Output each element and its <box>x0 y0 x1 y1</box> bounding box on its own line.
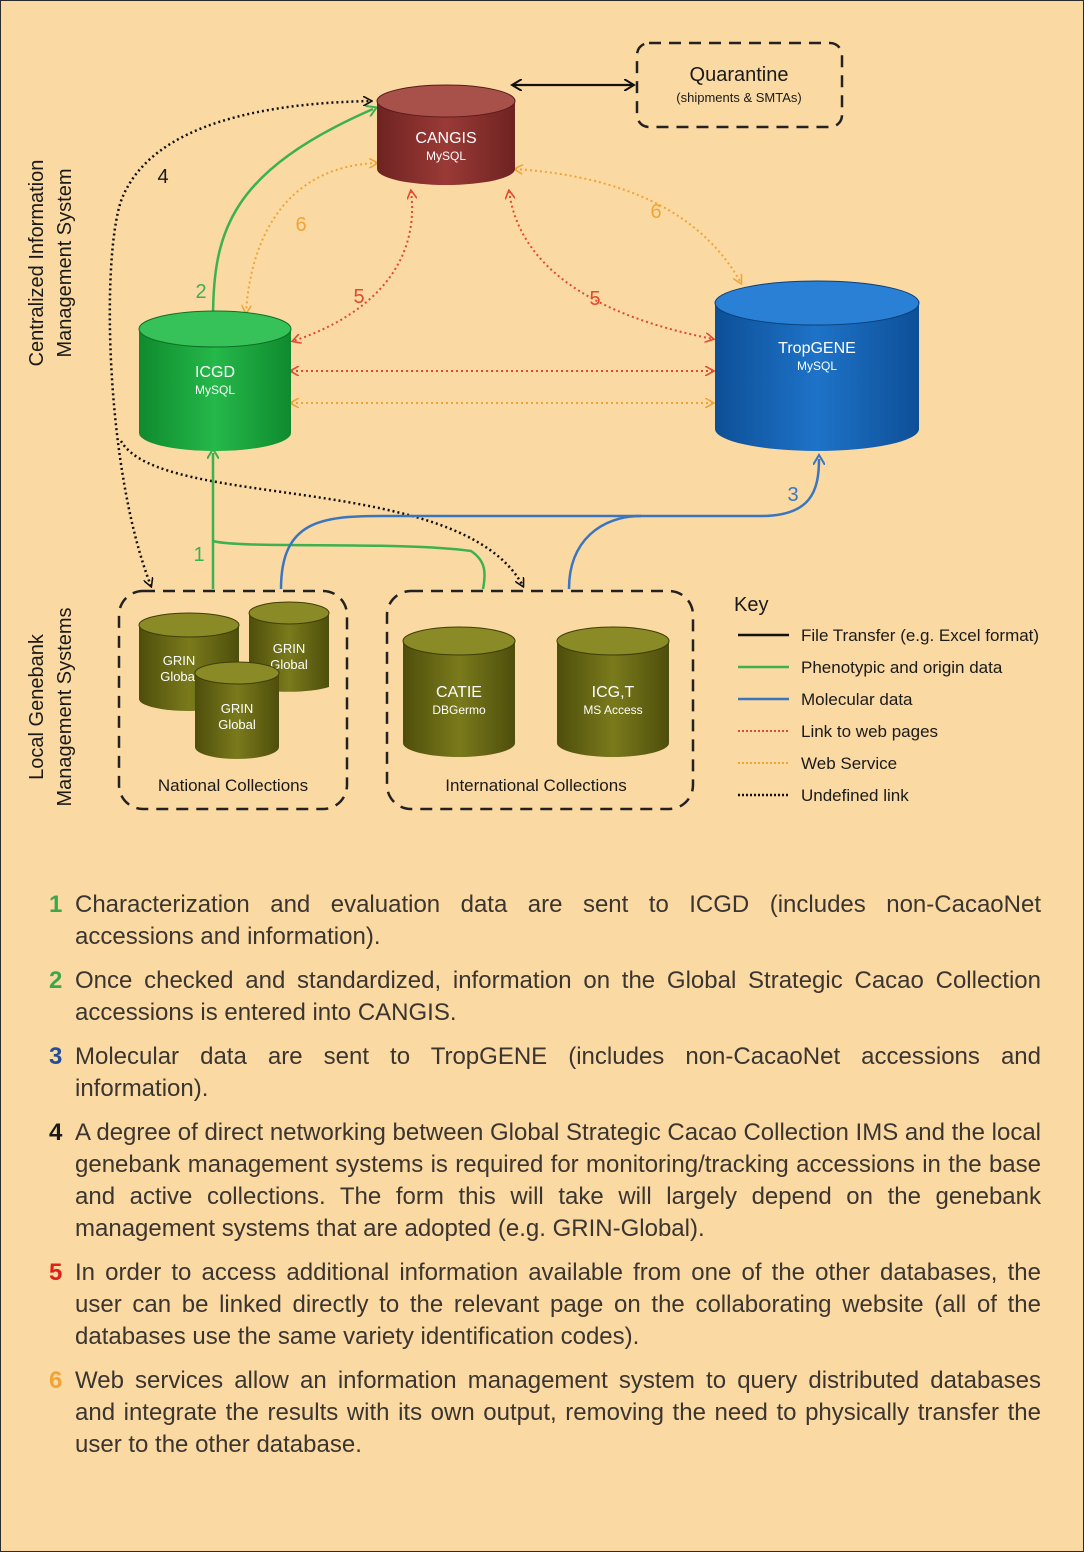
link-number-6-left: 6 <box>295 214 306 236</box>
grin-label: Global <box>160 669 198 684</box>
legend: Key File Transfer (e.g. Excel format) Ph… <box>734 594 1039 805</box>
icgt-engine: MS Access <box>583 703 642 717</box>
molecular-link-3-branch <box>567 514 642 590</box>
note-item: 4 A degree of direct networking between … <box>49 1117 1041 1245</box>
legend-label: Web Service <box>801 754 897 773</box>
international-collections-group: CATIE DBGermo ICG,T MS Access Internatio… <box>385 589 695 811</box>
side-label-line: Management Systems <box>54 608 76 807</box>
grin-global-db-1: GRIN Global <box>138 612 240 711</box>
link-number-6-right: 6 <box>650 201 661 223</box>
link-number-5-left: 5 <box>353 286 364 308</box>
icgd-database: ICGD MySQL <box>138 310 292 451</box>
note-number: 6 <box>49 1367 63 1394</box>
note-number: 5 <box>49 1259 63 1286</box>
web-service-cangis-icgd <box>246 163 377 313</box>
note-text: A degree of direct networking between Gl… <box>75 1119 1041 1242</box>
note-number: 3 <box>49 1043 63 1070</box>
note-item: 6 Web services allow an information mana… <box>49 1365 1041 1461</box>
legend-item-molecular: Molecular data <box>738 690 913 709</box>
legend-label: Molecular data <box>801 690 913 709</box>
grin-label: GRIN <box>273 641 306 656</box>
national-collections-group: GRIN Global GRIN Global GRIN Global Nati… <box>117 589 349 811</box>
undefined-link-to-international <box>119 440 523 586</box>
web-service-cangis-tropgene <box>515 169 741 283</box>
cangis-label: CANGIS <box>415 130 476 147</box>
legend-item-web-pages: Link to web pages <box>738 722 938 741</box>
quarantine-subtitle: (shipments & SMTAs) <box>676 90 801 105</box>
legend-label: Phenotypic and origin data <box>801 658 1003 677</box>
cangis-engine: MySQL <box>426 149 466 163</box>
note-item: 5 In order to access additional informat… <box>49 1257 1041 1353</box>
web-link-cangis-icgd <box>293 191 412 341</box>
legend-item-undefined: Undefined link <box>738 786 909 805</box>
note-number: 1 <box>49 891 63 918</box>
note-item: 1 Characterization and evaluation data a… <box>49 889 1041 953</box>
phenotypic-link-2 <box>211 109 373 320</box>
legend-label: Undefined link <box>801 786 909 805</box>
side-label-line: Centralized Information <box>26 160 48 367</box>
national-collections-label: National Collections <box>158 776 308 795</box>
legend-item-file-transfer: File Transfer (e.g. Excel format) <box>738 626 1039 645</box>
note-item: 3 Molecular data are sent to TropGENE (i… <box>49 1041 1041 1105</box>
grin-label: GRIN <box>163 653 196 668</box>
catie-label: CATIE <box>436 684 482 701</box>
link-number-3: 3 <box>787 484 798 506</box>
side-label-centralized: Centralized Information Management Syste… <box>26 160 76 367</box>
note-text: Molecular data are sent to TropGENE (inc… <box>75 1043 1041 1102</box>
link-number-2: 2 <box>195 281 206 303</box>
network-diagram: Centralized Information Management Syste… <box>26 41 1039 811</box>
side-label-line: Local Genebank <box>26 633 48 780</box>
molecular-link-3 <box>279 459 819 590</box>
tropgene-engine: MySQL <box>797 359 837 373</box>
legend-item-web-service: Web Service <box>738 754 897 773</box>
note-number: 4 <box>49 1119 63 1146</box>
icgt-label: ICG,T <box>592 684 635 701</box>
international-collections-label: International Collections <box>445 776 626 795</box>
icgd-engine: MySQL <box>195 383 235 397</box>
note-item: 2 Once checked and standardized, informa… <box>49 965 1041 1029</box>
note-text: In order to access additional informatio… <box>75 1259 1041 1350</box>
legend-label: File Transfer (e.g. Excel format) <box>801 626 1039 645</box>
legend-item-phenotypic: Phenotypic and origin data <box>738 658 1003 677</box>
web-link-cangis-tropgene <box>509 191 713 339</box>
side-label-local: Local Genebank Management Systems <box>26 608 76 807</box>
numbered-notes: 1 Characterization and evaluation data a… <box>49 889 1041 1473</box>
note-text: Characterization and evaluation data are… <box>75 891 1041 950</box>
phenotypic-link-1-branch <box>212 539 486 590</box>
grin-label: Global <box>218 717 256 732</box>
legend-label: Link to web pages <box>801 722 938 741</box>
side-label-line: Management System <box>54 169 76 358</box>
catie-engine: DBGermo <box>432 703 486 717</box>
undefined-link-to-cangis <box>108 101 371 586</box>
tropgene-label: TropGENE <box>778 340 856 357</box>
tropgene-database: TropGENE MySQL <box>714 280 920 451</box>
link-number-4: 4 <box>157 166 168 188</box>
cangis-database: CANGIS MySQL <box>376 84 516 185</box>
quarantine-title: Quarantine <box>690 64 789 86</box>
note-text: Once checked and standardized, informati… <box>75 967 1041 1026</box>
link-number-5-right: 5 <box>589 288 600 310</box>
grin-global-db-2: GRIN Global <box>248 601 330 692</box>
grin-label: Global <box>270 657 308 672</box>
icgd-label: ICGD <box>195 364 235 381</box>
grin-global-db-3: GRIN Global <box>194 661 280 759</box>
note-number: 2 <box>49 967 63 994</box>
legend-title: Key <box>734 594 768 616</box>
grin-label: GRIN <box>221 701 254 716</box>
quarantine-box: Quarantine (shipments & SMTAs) <box>635 41 844 129</box>
catie-database: CATIE DBGermo <box>402 626 516 757</box>
link-number-1: 1 <box>193 544 204 566</box>
icgt-database: ICG,T MS Access <box>556 626 670 757</box>
note-text: Web services allow an information manage… <box>75 1367 1041 1458</box>
